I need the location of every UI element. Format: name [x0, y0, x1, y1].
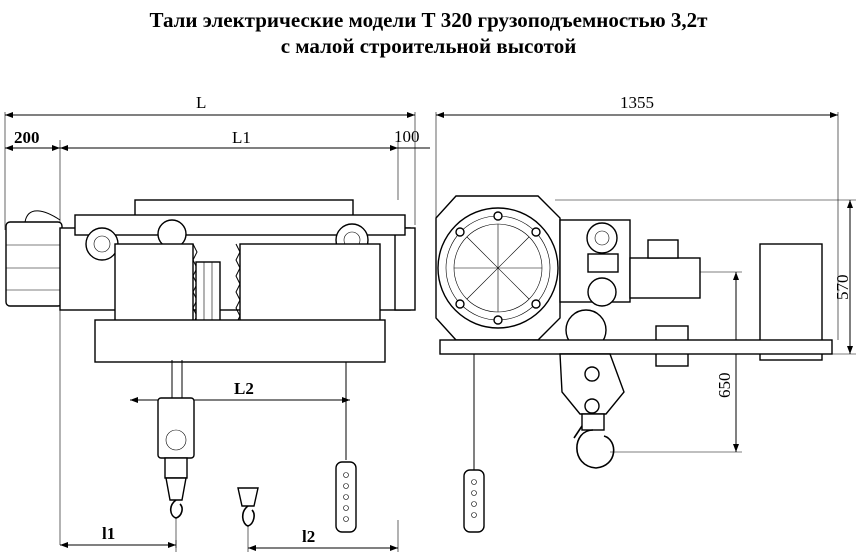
dim-label-570: 570	[833, 275, 852, 301]
dim-label-650: 650	[715, 373, 734, 399]
dim-label-1355: 1355	[620, 93, 654, 112]
dim-label-l1: l1	[102, 524, 115, 543]
dim-label-L1: L1	[232, 128, 251, 147]
dim-label-l2: l2	[302, 527, 315, 546]
pendant-control-front	[335, 461, 357, 533]
dim-label-200: 200	[14, 128, 40, 147]
side-view: 1355 570 650	[435, 93, 856, 533]
drawing-title-line-1: Тали электрические модели Т 320 грузопод…	[149, 8, 708, 32]
rail-side	[439, 339, 833, 355]
dim-label-100: 100	[394, 127, 420, 146]
small-hook	[237, 487, 259, 507]
pendant-control-side	[463, 469, 485, 533]
dim-label-L2: L2	[234, 379, 254, 398]
motor-left	[5, 221, 63, 307]
front-view: L 200 L1 100	[4, 93, 430, 552]
dim-label-L: L	[196, 93, 206, 112]
drawing-title-line-2: с малой строительной высотой	[280, 34, 577, 58]
crane-hook	[576, 429, 615, 469]
hook-block	[157, 397, 195, 459]
